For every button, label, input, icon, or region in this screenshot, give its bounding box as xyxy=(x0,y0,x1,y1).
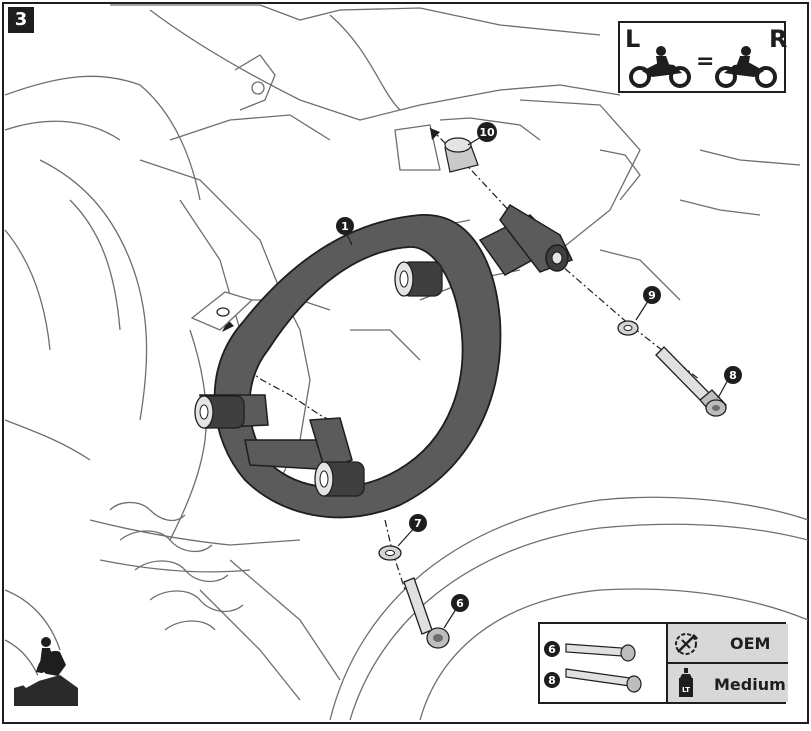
left-side-bike-icon xyxy=(629,46,691,88)
right-side-bike-icon xyxy=(715,46,777,88)
torque-spec-column: OEM LT Medium xyxy=(666,624,788,702)
washer-part-7 xyxy=(378,545,402,561)
equals-sign: = xyxy=(696,49,715,74)
spacer-part-10 xyxy=(444,137,479,173)
callout-6: 6 xyxy=(451,594,469,612)
step-number-badge: 3 xyxy=(8,7,34,33)
bolt-6-label: 6 xyxy=(548,643,556,656)
damper-bottom xyxy=(314,461,365,497)
motorcycle-line-art xyxy=(4,4,809,721)
washer-part-9 xyxy=(617,320,639,336)
bolt-reference-graphics: 6 8 xyxy=(544,641,642,693)
torque-spec-table: 6 8 OEM LT xyxy=(538,622,788,704)
side-indicator-box: L R = xyxy=(618,21,788,93)
callout-8-label: 8 xyxy=(729,369,737,382)
damper-left xyxy=(194,395,245,429)
callout-9-label: 9 xyxy=(648,289,656,302)
callout-9: 9 xyxy=(643,286,661,304)
row-divider xyxy=(668,662,788,664)
frame-mount-plate xyxy=(190,291,254,331)
damper-top xyxy=(394,261,443,297)
threadlocker-bottle-icon: LT xyxy=(679,668,693,697)
callout-leaders xyxy=(344,134,730,629)
left-side-label: L xyxy=(625,25,641,53)
callout-7: 7 xyxy=(409,514,427,532)
threadlocker-medium-value: Medium xyxy=(714,675,786,694)
callouts: 1 10 9 8 7 6 xyxy=(336,122,742,612)
table-row-bolt-8: 8 xyxy=(544,668,642,693)
bolt-8-label: 8 xyxy=(548,674,556,687)
callout-8: 8 xyxy=(724,366,742,384)
callout-6-label: 6 xyxy=(456,597,464,610)
arrow-up-icon xyxy=(430,128,440,140)
callout-10: 10 xyxy=(477,122,497,142)
bolt-part-6 xyxy=(403,577,450,649)
callout-1: 1 xyxy=(336,217,354,235)
table-row-bolt-6: 6 xyxy=(544,641,636,662)
threadlocker-bottle-label: LT xyxy=(682,686,690,694)
callout-10-label: 10 xyxy=(479,126,495,139)
rubber-dampers xyxy=(194,261,443,497)
rider-on-stand-icon xyxy=(14,637,78,706)
arrow-down-icon xyxy=(222,320,234,332)
callout-1-label: 1 xyxy=(341,220,349,233)
torque-oem-value: OEM xyxy=(730,634,771,653)
torque-wrench-icon xyxy=(675,633,698,655)
side-carrier-part-1 xyxy=(199,203,574,519)
right-side-label: R xyxy=(769,25,788,53)
callout-7-label: 7 xyxy=(414,517,422,530)
bolt-part-8 xyxy=(655,346,727,417)
